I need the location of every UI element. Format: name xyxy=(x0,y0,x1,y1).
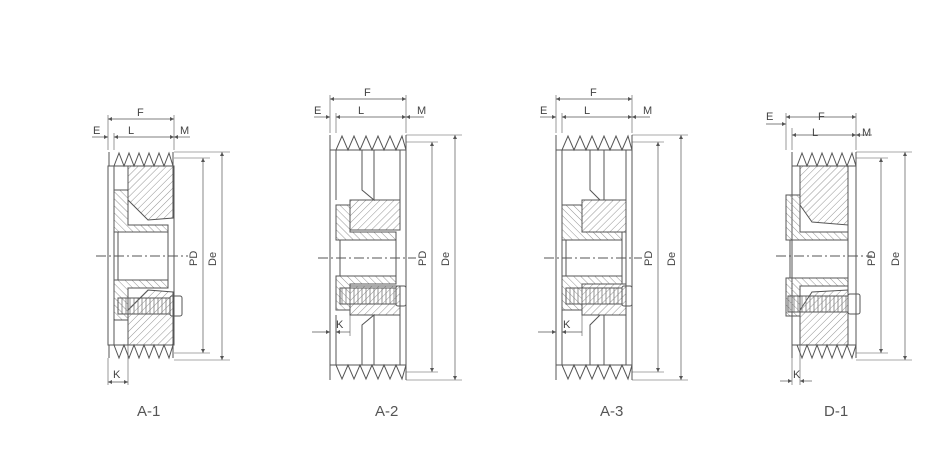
a3-caption: A-3 xyxy=(600,403,623,420)
a2-caption: A-2 xyxy=(375,403,398,420)
d1-labels: F L E M K PD De D-1 xyxy=(766,111,902,420)
a2-hub-hatch xyxy=(349,199,401,231)
a3-label-e: E xyxy=(540,105,547,117)
a2-label-e: E xyxy=(314,105,321,117)
a3-label-k: K xyxy=(563,319,571,331)
d1-caption: D-1 xyxy=(824,403,848,420)
figure-a1 xyxy=(92,115,230,385)
a3-label-m: M xyxy=(643,105,652,117)
a3-rim xyxy=(555,149,633,366)
a2-label-k: K xyxy=(336,319,344,331)
a1-label-k: K xyxy=(113,369,121,381)
d1-label-e: E xyxy=(766,111,773,123)
a3-top-grooves xyxy=(555,134,633,152)
a2-web xyxy=(335,150,401,365)
a3-label-f: F xyxy=(590,87,597,99)
a3-label-de: De xyxy=(666,252,678,266)
a1-rim-hatch xyxy=(127,165,174,221)
a3-bush xyxy=(561,204,623,241)
a1-label-e: E xyxy=(93,125,100,137)
d1-screw xyxy=(787,295,849,313)
a2-top-grooves xyxy=(329,134,407,152)
d1-label-pd: PD xyxy=(866,251,878,266)
a2-label-m: M xyxy=(417,105,426,117)
a2-label-f: F xyxy=(364,87,371,99)
a1-label-m: M xyxy=(180,125,189,137)
a2-bush xyxy=(335,204,397,241)
a3-screw xyxy=(565,287,623,305)
a1-label-f: F xyxy=(137,107,144,119)
a3-label-pd: PD xyxy=(643,251,655,266)
d1-top-grooves xyxy=(791,151,857,168)
a2-label-l: L xyxy=(358,105,364,117)
d1-label-f: F xyxy=(818,111,825,123)
d1-label-m: M xyxy=(862,127,871,139)
a2-screw xyxy=(339,287,397,305)
figure-a2 xyxy=(312,95,462,381)
a1-top-grooves xyxy=(108,151,174,168)
figure-a3 xyxy=(538,95,688,381)
d1-label-k: K xyxy=(793,369,801,381)
a1-screw xyxy=(117,297,171,315)
d1-bottom-grooves xyxy=(791,343,857,360)
a1-bottom-grooves xyxy=(108,343,174,360)
a1-labels: F L E M K PD De A-1 xyxy=(93,107,219,420)
d1-label-l: L xyxy=(812,127,818,139)
a2-rim xyxy=(329,149,407,366)
a3-hub-hatch xyxy=(581,199,627,233)
d1-bore xyxy=(789,239,849,279)
d1-rim-hatch xyxy=(799,165,849,226)
a3-label-l: L xyxy=(584,105,590,117)
a2-label-pd: PD xyxy=(417,251,429,266)
a1-label-pd: PD xyxy=(188,251,200,266)
a1-label-l: L xyxy=(128,125,134,137)
d1-label-de: De xyxy=(890,252,902,266)
a1-label-de: De xyxy=(207,252,219,266)
a1-caption: A-1 xyxy=(137,403,160,420)
a2-label-de: De xyxy=(440,252,452,266)
a3-labels: F L E M K PD De A-3 xyxy=(540,87,678,420)
a3-bottom-grooves xyxy=(555,363,633,381)
a2-bottom-grooves xyxy=(329,363,407,381)
figure-d1 xyxy=(766,113,912,385)
a2-labels: F L E M K PD De A-2 xyxy=(314,87,452,420)
a1-bore xyxy=(117,231,169,281)
